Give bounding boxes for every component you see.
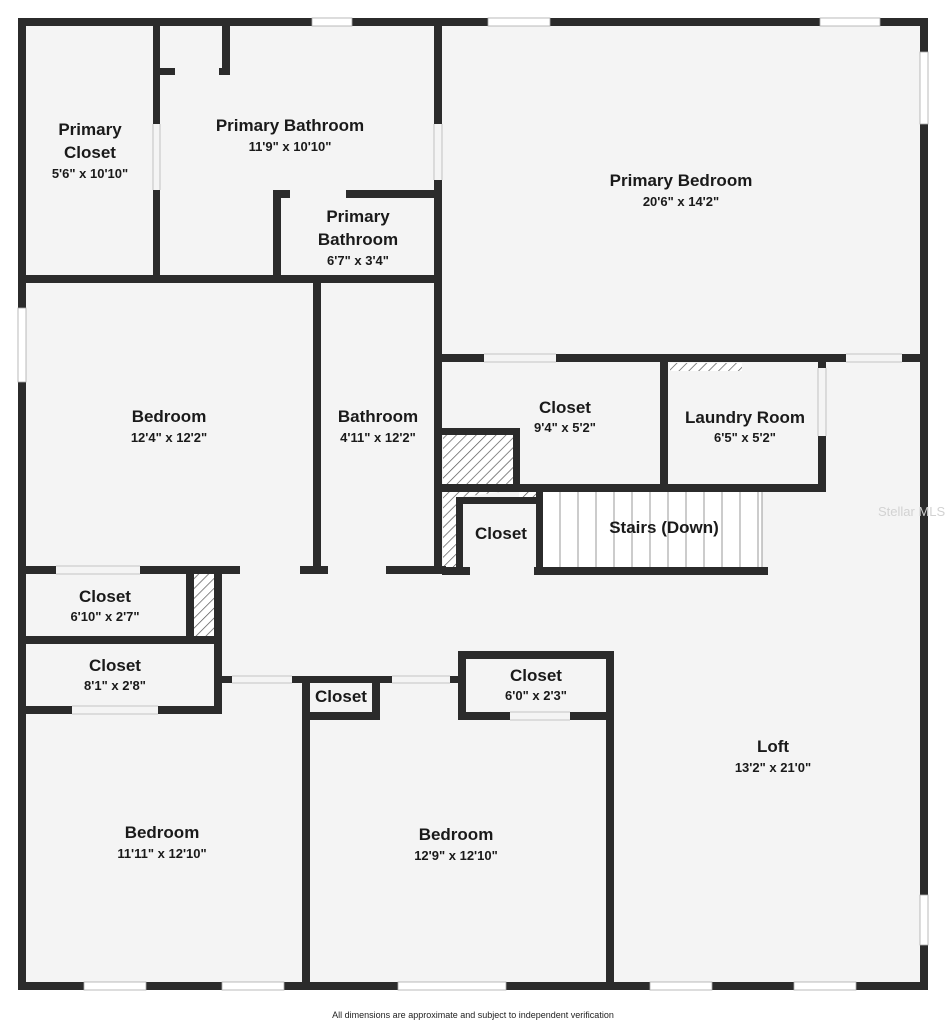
room-name-primary-closet: Primary (58, 120, 122, 139)
room-name-primary-bathroom: Primary Bathroom (216, 116, 364, 135)
room-name-bedroom-1: Bedroom (132, 407, 207, 426)
room-name-closet-b: Closet (89, 656, 141, 675)
door-opening-edges (56, 124, 902, 721)
room-dims-loft: 13'2" x 21'0" (735, 760, 811, 775)
room-name-closet-a: Closet (79, 587, 131, 606)
room-name-bathroom: Bathroom (338, 407, 418, 426)
room-dims-primary-bathroom: 11'9" x 10'10" (249, 139, 332, 154)
room-name-bedroom-3: Bedroom (419, 825, 494, 844)
room-dims-bedroom-2: 11'11" x 12'10" (117, 846, 206, 861)
room-dims-primary-bedroom: 20'6" x 14'2" (643, 194, 719, 209)
room-dims-laundry: 6'5" x 5'2" (714, 430, 776, 445)
windows (17, 17, 929, 991)
room-name-stairs: Stairs (Down) (609, 518, 719, 537)
room-dims-primary-bathroom-small: 6'7" x 3'4" (327, 253, 389, 268)
disclaimer-text: All dimensions are approximate and subje… (332, 1010, 614, 1020)
room-name-primary-closet-2: Closet (64, 143, 116, 162)
watermark: Stellar MLS (878, 504, 946, 519)
room-dims-bedroom-3: 12'9" x 12'10" (414, 848, 498, 863)
room-dims-closet-c: 6'0" x 2'3" (505, 688, 567, 703)
stairs-treads (541, 490, 763, 570)
room-dims-bathroom: 4'11" x 12'2" (340, 430, 416, 445)
room-name-laundry: Laundry Room (685, 408, 805, 427)
room-labels: Primary Closet 5'6" x 10'10" Primary Bat… (52, 116, 946, 863)
door-openings (56, 68, 902, 720)
hatched-wall-area (194, 574, 214, 636)
hatched-wall-area (519, 490, 539, 498)
room-name-closet-stair: Closet (475, 524, 527, 543)
room-name-bedroom-2: Bedroom (125, 823, 200, 842)
room-name-closet-small: Closet (315, 687, 367, 706)
room-name-loft: Loft (757, 737, 789, 756)
room-dims-closet-b: 8'1" x 2'8" (84, 678, 146, 693)
room-name-primary-bathroom-small-2: Bathroom (318, 230, 398, 249)
room-dims-primary-closet: 5'6" x 10'10" (52, 166, 128, 181)
room-dims-closet-a: 6'10" x 2'7" (70, 609, 139, 624)
room-name-closet-mid: Closet (539, 398, 591, 417)
hatched-wall-area (670, 363, 742, 371)
room-name-closet-c: Closet (510, 666, 562, 685)
room-dims-bedroom-1: 12'4" x 12'2" (131, 430, 207, 445)
room-dims-closet-mid: 9'4" x 5'2" (534, 420, 596, 435)
room-name-primary-bedroom: Primary Bedroom (610, 171, 753, 190)
room-name-primary-bathroom-small: Primary (326, 207, 390, 226)
